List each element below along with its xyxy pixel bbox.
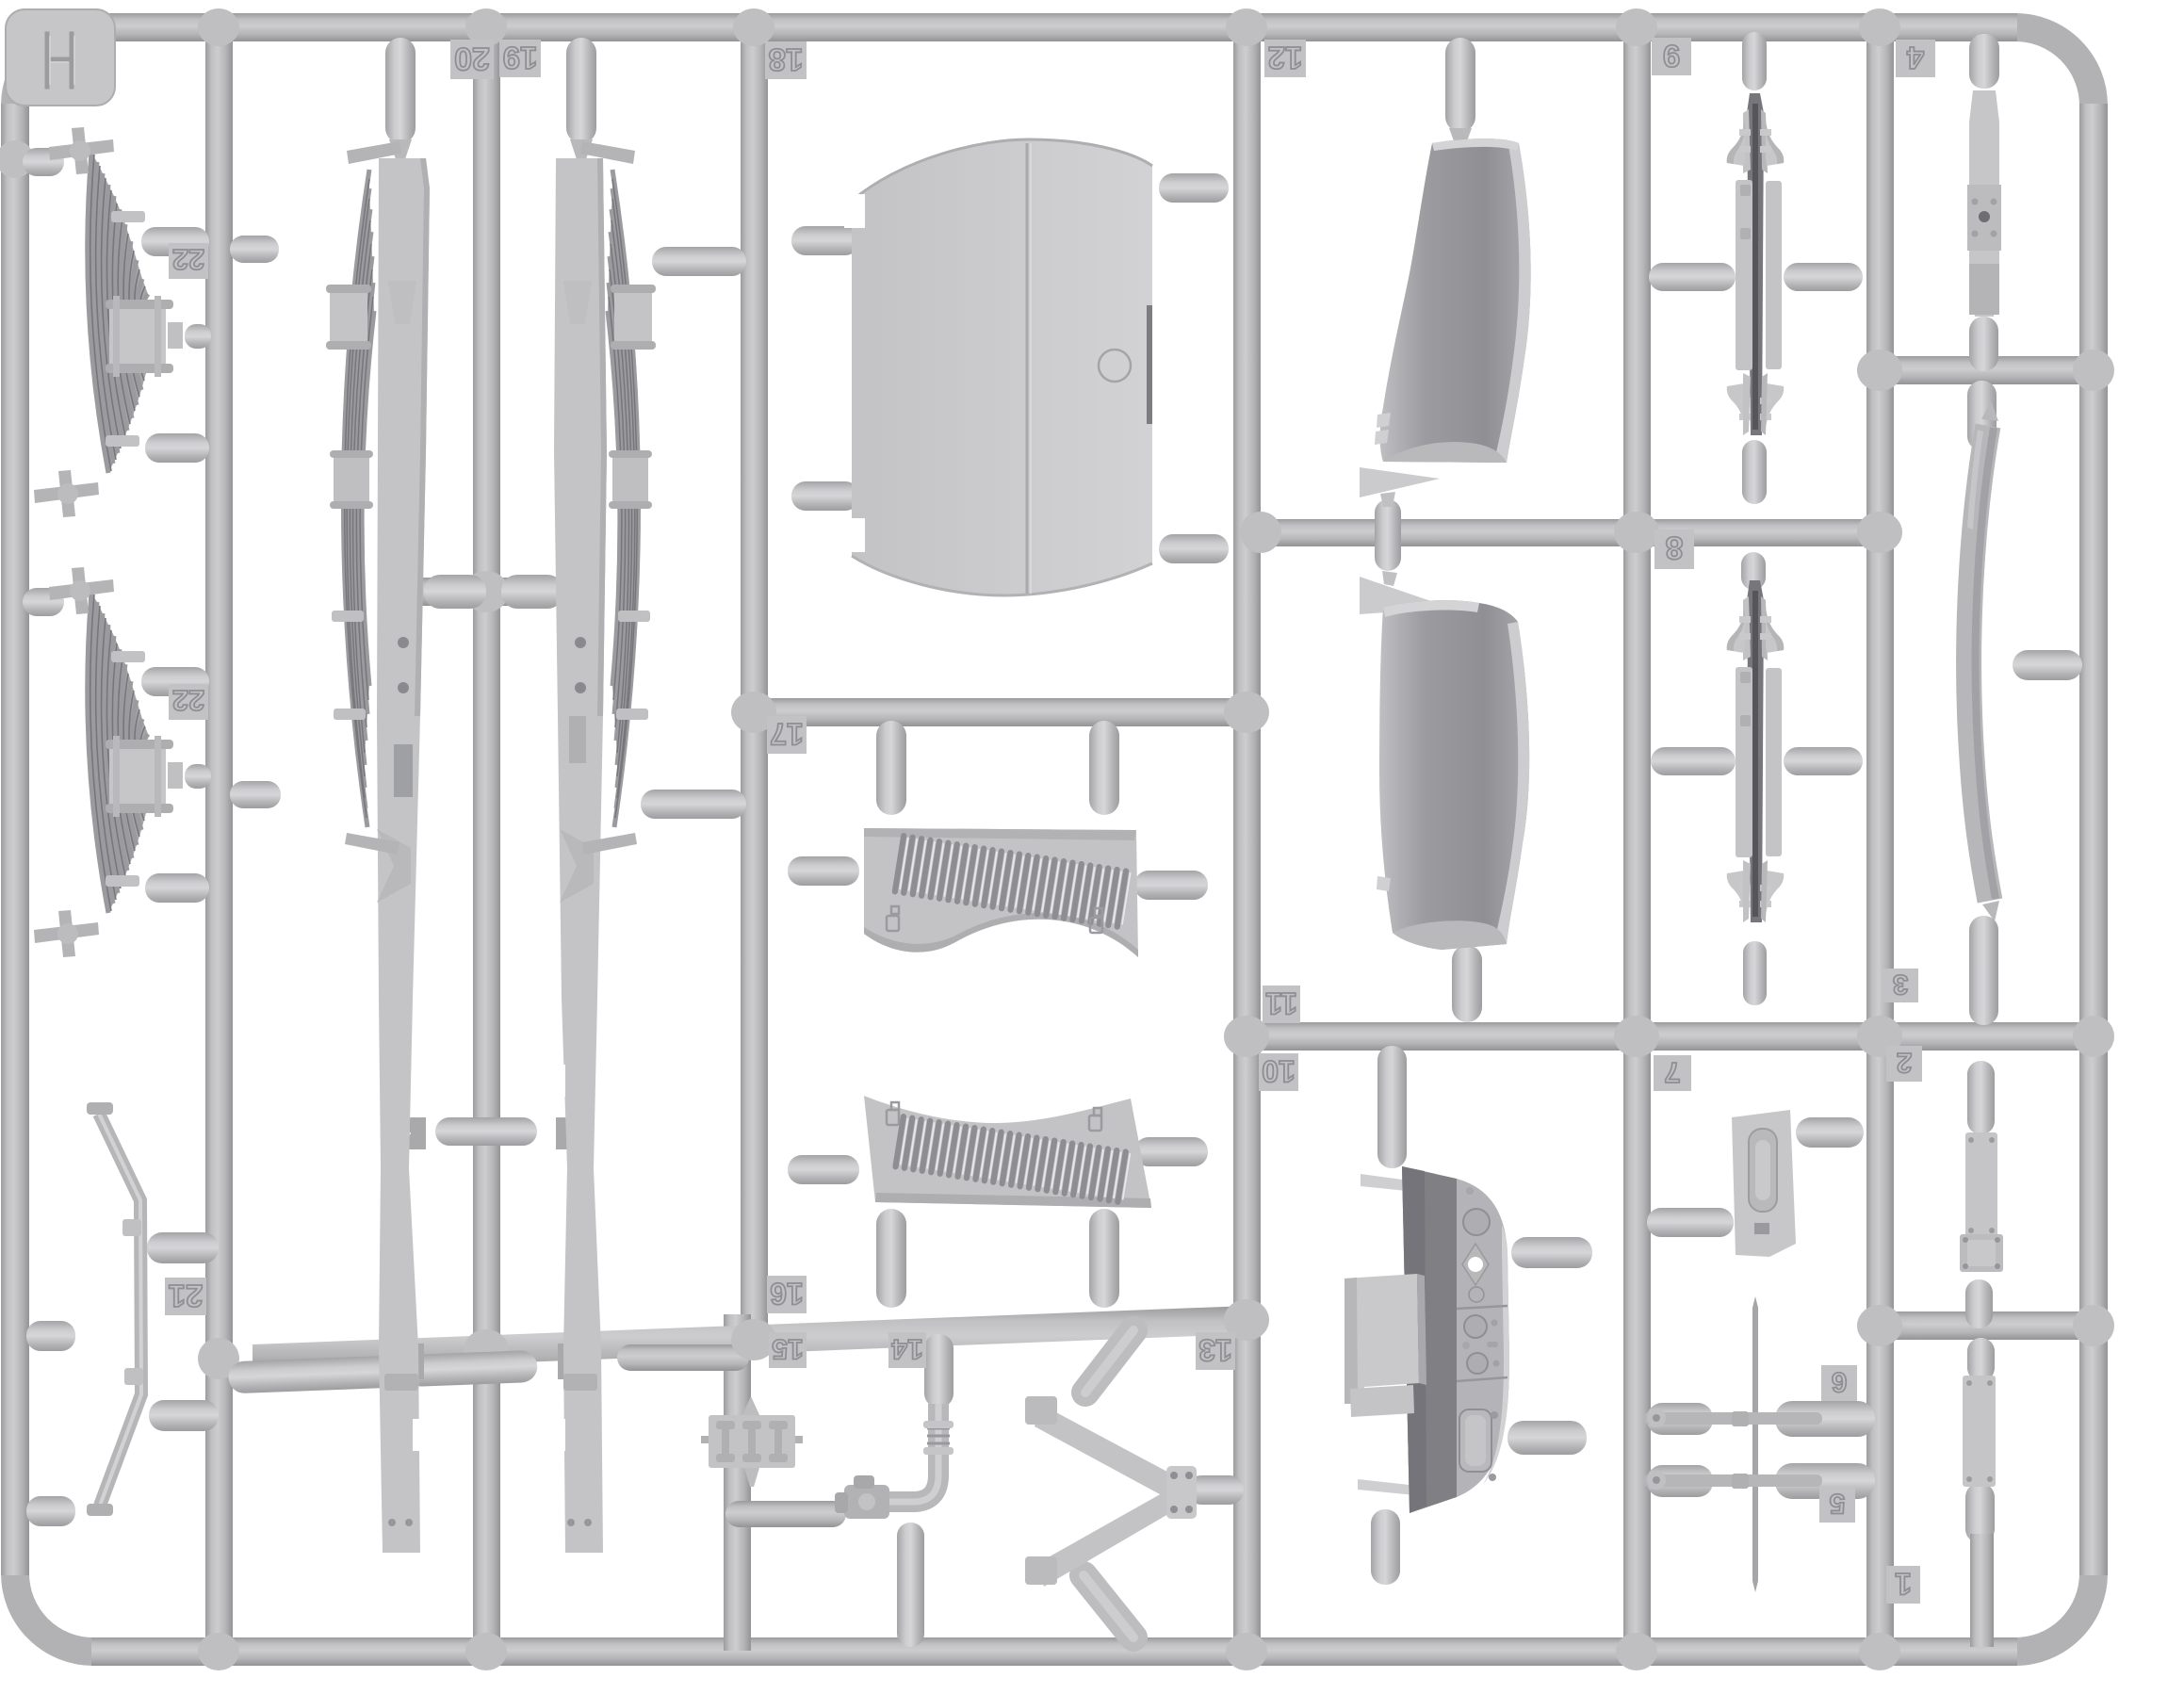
svg-text:21: 21 bbox=[169, 1279, 204, 1313]
svg-text:15: 15 bbox=[772, 1333, 803, 1364]
svg-text:4: 4 bbox=[1906, 41, 1924, 75]
svg-text:22: 22 bbox=[172, 684, 204, 717]
svg-text:12: 12 bbox=[1268, 41, 1303, 75]
svg-text:8: 8 bbox=[1666, 529, 1684, 565]
svg-text:2: 2 bbox=[1897, 1047, 1913, 1078]
svg-text:1: 1 bbox=[1895, 1567, 1912, 1601]
svg-text:14: 14 bbox=[891, 1333, 923, 1364]
svg-text:10: 10 bbox=[1262, 1054, 1296, 1088]
svg-text:18: 18 bbox=[769, 42, 804, 77]
svg-text:3: 3 bbox=[1893, 969, 1909, 1000]
svg-text:5: 5 bbox=[1830, 1488, 1846, 1519]
svg-text:17: 17 bbox=[770, 717, 804, 751]
svg-text:16: 16 bbox=[770, 1277, 804, 1311]
svg-text:20: 20 bbox=[454, 41, 490, 76]
svg-text:13: 13 bbox=[1198, 1333, 1232, 1367]
svg-text:22: 22 bbox=[172, 243, 204, 276]
svg-text:19: 19 bbox=[503, 41, 538, 75]
svg-text:7: 7 bbox=[1664, 1056, 1680, 1089]
svg-text:9: 9 bbox=[1663, 39, 1680, 73]
svg-text:6: 6 bbox=[1832, 1366, 1848, 1397]
svg-text:11: 11 bbox=[1265, 986, 1297, 1020]
